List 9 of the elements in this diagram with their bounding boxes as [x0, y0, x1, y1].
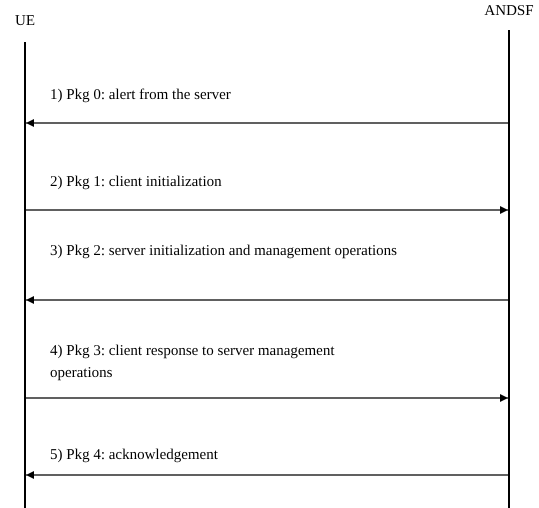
- participant-name: ANDSF: [484, 2, 534, 20]
- lifeline-column: [15, 12, 35, 508]
- lifeline-column: [484, 2, 534, 508]
- message-arrow: [26, 206, 508, 214]
- message-arrow: [26, 394, 508, 402]
- message-arrow: [26, 471, 508, 479]
- message-arrow: [26, 296, 508, 304]
- participant-name: UE: [15, 12, 35, 30]
- message-arrow: [26, 119, 508, 127]
